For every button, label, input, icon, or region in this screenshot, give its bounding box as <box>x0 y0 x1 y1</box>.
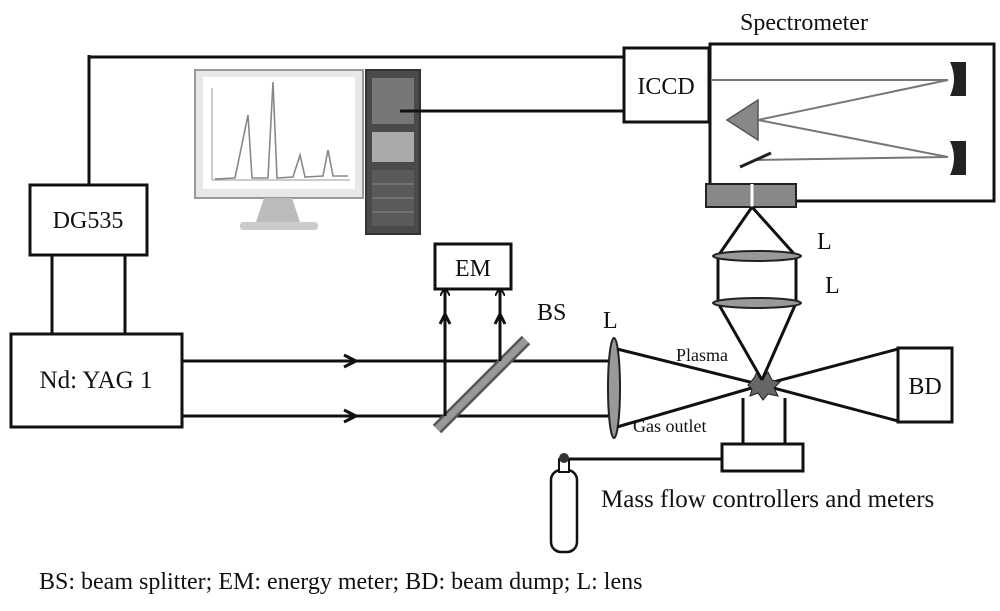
em-label: EM <box>455 256 491 282</box>
laser-box <box>9 332 184 429</box>
dg535-box <box>28 183 149 257</box>
plasma-label: Plasma <box>676 345 728 365</box>
l-top-label: L <box>817 229 832 255</box>
em-box <box>433 242 513 291</box>
bs-label: BS <box>537 300 566 326</box>
bd-label: BD <box>908 374 941 400</box>
concave-mirror-icon <box>950 141 966 175</box>
l-mid-label: L <box>825 273 840 299</box>
iccd-label: ICCD <box>637 74 694 100</box>
mass-flow-controller-box <box>720 442 805 473</box>
computer-tower-icon <box>365 69 421 235</box>
collection-lens-bottom <box>712 297 802 309</box>
mass-flow-label: Mass flow controllers and meters <box>601 486 934 513</box>
focusing-lens <box>607 337 621 439</box>
computer-monitor-icon <box>194 69 364 230</box>
collection-lens-top <box>712 250 802 262</box>
iccd-box <box>622 46 711 124</box>
gas-outlet-label: Gas outlet <box>633 416 707 436</box>
dg535-label: DG535 <box>53 208 124 234</box>
gas-cylinder-icon <box>549 453 579 554</box>
spectrometer-label: Spectrometer <box>740 10 868 36</box>
legend-text: BS: beam splitter; EM: energy meter; BD:… <box>39 569 642 595</box>
prism-icon <box>725 98 759 142</box>
laser-label: Nd: YAG 1 <box>40 367 153 394</box>
bd-box <box>896 346 954 424</box>
concave-mirror-icon <box>950 62 966 96</box>
l-main-label: L <box>603 308 618 334</box>
